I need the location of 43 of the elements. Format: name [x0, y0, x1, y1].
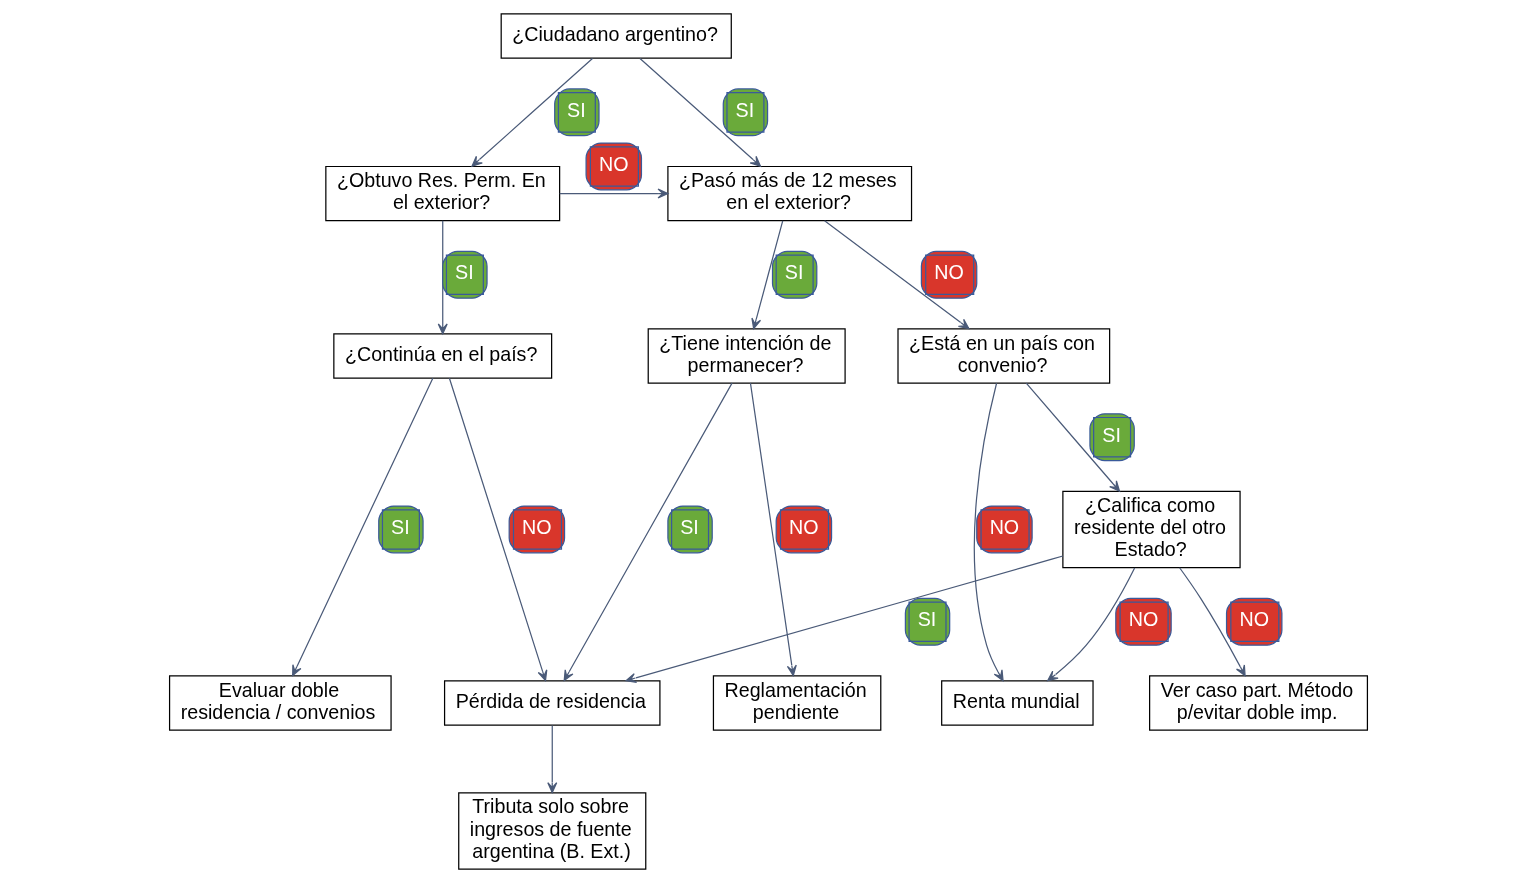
node-box: Ver caso part. Método p/evitar doble imp. [1148, 674, 1368, 731]
arrow [1025, 382, 1120, 492]
edge-label: NO [598, 152, 629, 175]
arrow [750, 219, 783, 329]
edge-label: NO [521, 515, 552, 538]
node-box: Reglamentación pendiente [712, 674, 881, 731]
edge-label: SI [390, 515, 410, 538]
edge-label: NO [1238, 607, 1269, 630]
arrow [448, 377, 547, 681]
node-box: ¿Obtuvo Res. Perm. En el exterior? [324, 165, 560, 221]
arrow [624, 554, 1063, 683]
node-box: ¿Está en un país con convenio? [896, 327, 1110, 384]
edge-label: SI [917, 607, 936, 630]
node-box: ¿Ciudadano argentino? [500, 12, 732, 59]
arrow [638, 57, 761, 167]
arrow [823, 219, 970, 329]
node-box: ¿Pasó más de 12 meses en el exterior? [666, 165, 912, 221]
arrow [470, 57, 593, 167]
edge-label: NO [989, 515, 1019, 538]
edge-label: SI [735, 98, 754, 121]
node-box: ¿Califica como residente del otro Estado? [1061, 490, 1241, 568]
edge-label: SI [679, 515, 699, 538]
arrow [1178, 566, 1246, 676]
arrow [749, 382, 797, 676]
edge-label: NO [788, 515, 819, 538]
node-box: Pérdida de residencia [443, 679, 661, 726]
arrow [558, 188, 669, 199]
arrow [546, 724, 557, 793]
edge-label: SI [566, 98, 586, 121]
arrow [1046, 566, 1135, 681]
edge-label: SI [1101, 423, 1121, 446]
edge-label: SI [784, 260, 803, 283]
edge-label: NO [933, 260, 964, 283]
node-box: ¿Tiene intención de permanecer? [647, 327, 846, 384]
arrow [563, 382, 733, 681]
edge-label: NO [1128, 607, 1158, 630]
node-box: Evaluar doble residencia / convenios [168, 674, 392, 731]
node-box: ¿Continúa en el país? [332, 332, 552, 379]
arrow [973, 382, 1004, 681]
arrow [291, 377, 433, 676]
node-box: Renta mundial [940, 679, 1094, 726]
edge-label: SI [454, 260, 474, 283]
node-box: Tributa solo sobre ingresos de fuente argentina (B. Ext.) [457, 791, 646, 870]
